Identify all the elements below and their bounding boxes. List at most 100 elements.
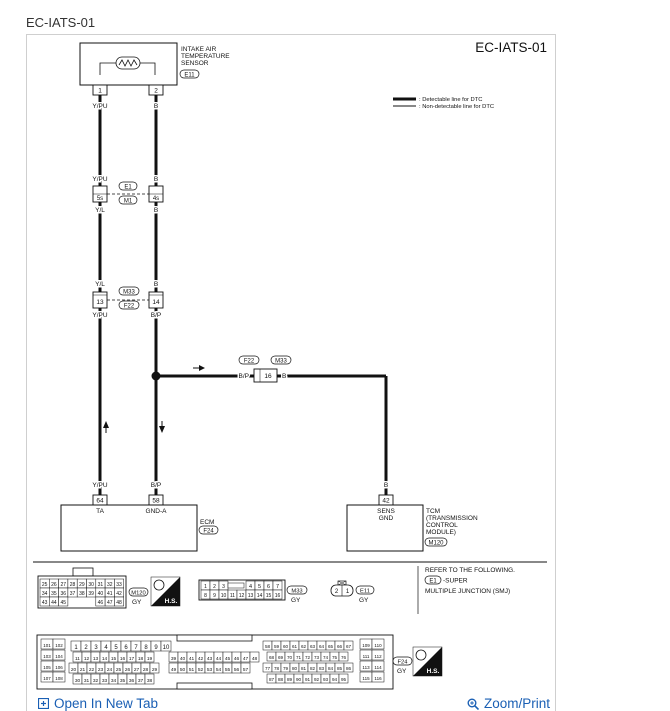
connector-pin-cell: 25 [39, 578, 50, 589]
connector-pin-label: 12 [239, 593, 245, 599]
connector-pin-cell: 9 [150, 640, 162, 652]
tcm-terminal-line-1: SENS [377, 508, 395, 515]
connector-pin-cell: 116 [371, 671, 385, 683]
reference-line-2: MULTIPLE JUNCTION (SMJ) [425, 588, 510, 595]
connector-pin-label: 2 [213, 584, 216, 590]
connector-pin-cell: 58 [262, 640, 273, 651]
connector-pin-label: 7 [134, 645, 138, 651]
connector-pin-cell: 24 [104, 662, 115, 674]
connector-pin-cell: 82 [307, 662, 318, 673]
sensor-connector-id: E11 [184, 73, 195, 79]
connector-pin-label: 110 [374, 643, 382, 648]
connector-pin-label: 90 [296, 677, 302, 682]
connector-pin-cell: 42 [195, 651, 206, 663]
connector-pin-cell: 41 [104, 587, 115, 598]
connector-pin-label: 113 [362, 665, 370, 670]
connector-pin-label: 8 [144, 645, 148, 651]
connector-pin-cell: 17 [126, 651, 137, 663]
connector-pin-cell: 44 [49, 596, 59, 607]
m33-view-connector: M33 [291, 589, 302, 595]
connector-pin-cell: 7 [130, 640, 142, 652]
junction-2-top-connector: M33 [123, 290, 135, 296]
connector-pin-cell: 47 [240, 651, 251, 663]
connector-pin-label: 11 [75, 656, 80, 662]
connector-pin-cell: 35 [117, 673, 128, 685]
right-wire-color-3: B [154, 207, 158, 214]
connector-pin-label: 24 [107, 667, 113, 673]
connector-pin-label: 111 [363, 654, 370, 659]
diagram-title: EC-IATS-01 [475, 40, 547, 55]
connector-pin-cell: 48 [114, 596, 124, 607]
connector-pin-cell: 6 [263, 580, 274, 591]
connector-pin-cell: 32 [104, 578, 115, 589]
connector-pin-cell: 38 [76, 587, 87, 598]
connector-pin-label: 32 [107, 582, 113, 588]
connector-pin-label: 71 [296, 655, 302, 660]
connector-pin-label: 16 [275, 593, 281, 599]
connector-pin-label: 57 [243, 667, 249, 673]
connector-key-slot [227, 582, 245, 589]
connector-pin-cell: 28 [67, 578, 78, 589]
zoom-icon [467, 698, 479, 710]
connector-pin-label: 45 [60, 600, 66, 606]
connector-pin-cell: 42 [114, 587, 124, 598]
connector-pin-label: 27 [134, 667, 140, 673]
sensor-name-line-2: TEMPERATURE [181, 53, 230, 60]
left-signal-arrow-up [103, 421, 109, 428]
connector-pin-cell: 70 [284, 651, 295, 662]
connector-pin-label: 6 [267, 584, 270, 590]
connector-pin-cell: 109 [359, 638, 373, 650]
zoom-print-link[interactable]: Zoom/Print [467, 696, 550, 711]
connector-pin-cell: 59 [271, 640, 282, 651]
connector-pin-label: 35 [51, 591, 57, 597]
connector-pin-label: 115 [362, 676, 370, 681]
connector-pin-label: 2 [84, 645, 88, 651]
left-wire-color-1: Y/PU [92, 103, 107, 110]
connector-pin-label: 15 [111, 656, 117, 662]
connector-pin-label: 87 [269, 677, 275, 682]
left-wire-color-6: Y/PU [92, 482, 107, 489]
connector-pin-label: 49 [171, 667, 177, 673]
connector-pin-cell: 115 [359, 671, 373, 683]
connector-pin-cell: 68 [266, 651, 277, 662]
connector-pin-cell: 39 [168, 651, 179, 663]
connector-pin-label: 93 [323, 677, 329, 682]
connector-pin-cell: 2 [80, 640, 92, 652]
connector-pin-cell: 40 [95, 587, 106, 598]
wiring-diagram: EC-IATS-01 INTAKE AIR TEMPERATURE SENSOR… [33, 40, 547, 690]
wiring-diagram-panel: EC-IATS-01 INTAKE AIR TEMPERATURE SENSOR… [26, 34, 556, 711]
connector-pin-label: 25 [42, 582, 48, 588]
connector-pin-cell: 46 [95, 596, 106, 607]
left-wire-color-2: Y/PU [92, 176, 107, 183]
connector-pin-label: 81 [301, 666, 307, 671]
connector-pin-cell: 11 [72, 651, 83, 663]
diagram-footer: Open In New Tab Zoom/Print [26, 696, 556, 711]
branch-connector-2: M33 [275, 359, 287, 365]
connector-pin-label: 78 [274, 666, 280, 671]
connector-pin-cell: 26 [122, 662, 133, 674]
connector-pin-cell: 23 [95, 662, 106, 674]
connector-pin-label: 85 [337, 666, 343, 671]
open-in-new-tab-link[interactable]: Open In New Tab [38, 696, 158, 711]
connector-pin-label: 1 [74, 645, 78, 651]
hs-icon: H.S. [412, 646, 443, 677]
connector-pin-cell: 20 [68, 662, 79, 674]
connector-pin-label: 16 [120, 656, 126, 662]
connector-pin-cell: 36 [126, 673, 137, 685]
connector-pin-cell: 60 [280, 640, 291, 651]
connector-pin-label: 20 [71, 667, 77, 673]
connector-pin-cell: 2 [209, 580, 220, 591]
sensor-name-line-1: INTAKE AIR [181, 46, 217, 53]
connector-pin-label: 74 [323, 655, 329, 660]
connector-pin-label: 17 [129, 656, 135, 662]
connector-pin-label: 12 [84, 656, 90, 662]
connector-pin-label: 38 [147, 678, 153, 684]
connector-pin-cell: 27 [58, 578, 69, 589]
connector-pin-cell: 77 [262, 662, 273, 673]
connector-pin-cell: 88 [275, 673, 286, 684]
m33-view-color: GY [291, 597, 301, 604]
branch-right-color: B [282, 373, 286, 380]
connector-pin-label: 28 [70, 582, 76, 588]
connector-pin-label: 6 [124, 645, 128, 651]
